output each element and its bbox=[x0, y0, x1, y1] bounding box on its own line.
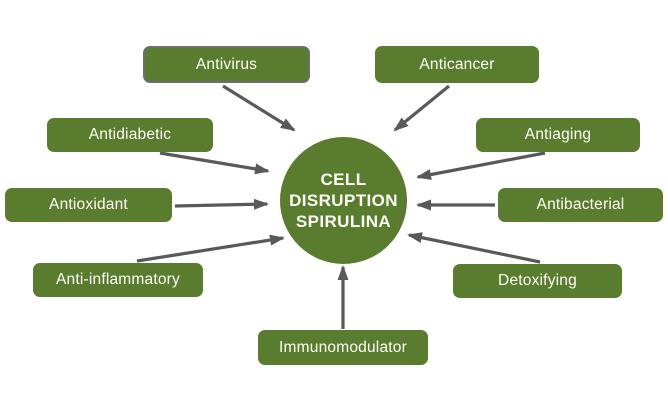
node-antioxidant: Antioxidant bbox=[5, 188, 172, 222]
node-antidiabetic: Antidiabetic bbox=[47, 118, 213, 152]
arrow-detoxifying bbox=[407, 232, 541, 264]
arrow-antioxidant bbox=[174, 198, 269, 210]
node-anti-inflammatory: Anti-inflammatory bbox=[33, 263, 203, 297]
node-antiaging: Antiaging bbox=[476, 118, 640, 152]
arrow-anticancer bbox=[393, 84, 451, 132]
arrow-antiaging bbox=[416, 151, 546, 180]
node-immunomodulator: Immunomodulator bbox=[258, 330, 428, 365]
arrow-antivirus bbox=[222, 84, 296, 132]
node-antibacterial: Antibacterial bbox=[498, 188, 663, 222]
center-node-line: DISRUPTION bbox=[289, 191, 398, 210]
arrow-antidiabetic bbox=[159, 151, 270, 175]
node-detoxifying: Detoxifying bbox=[453, 264, 622, 298]
node-antivirus: Antivirus bbox=[143, 46, 310, 83]
center-node-line: CELL bbox=[320, 170, 367, 189]
center-node: CELL DISRUPTION SPIRULINA bbox=[280, 137, 407, 264]
node-anticancer: Anticancer bbox=[375, 46, 539, 83]
arrow-anti-inflammatory bbox=[136, 234, 285, 263]
center-node-line: SPIRULINA bbox=[295, 212, 392, 231]
